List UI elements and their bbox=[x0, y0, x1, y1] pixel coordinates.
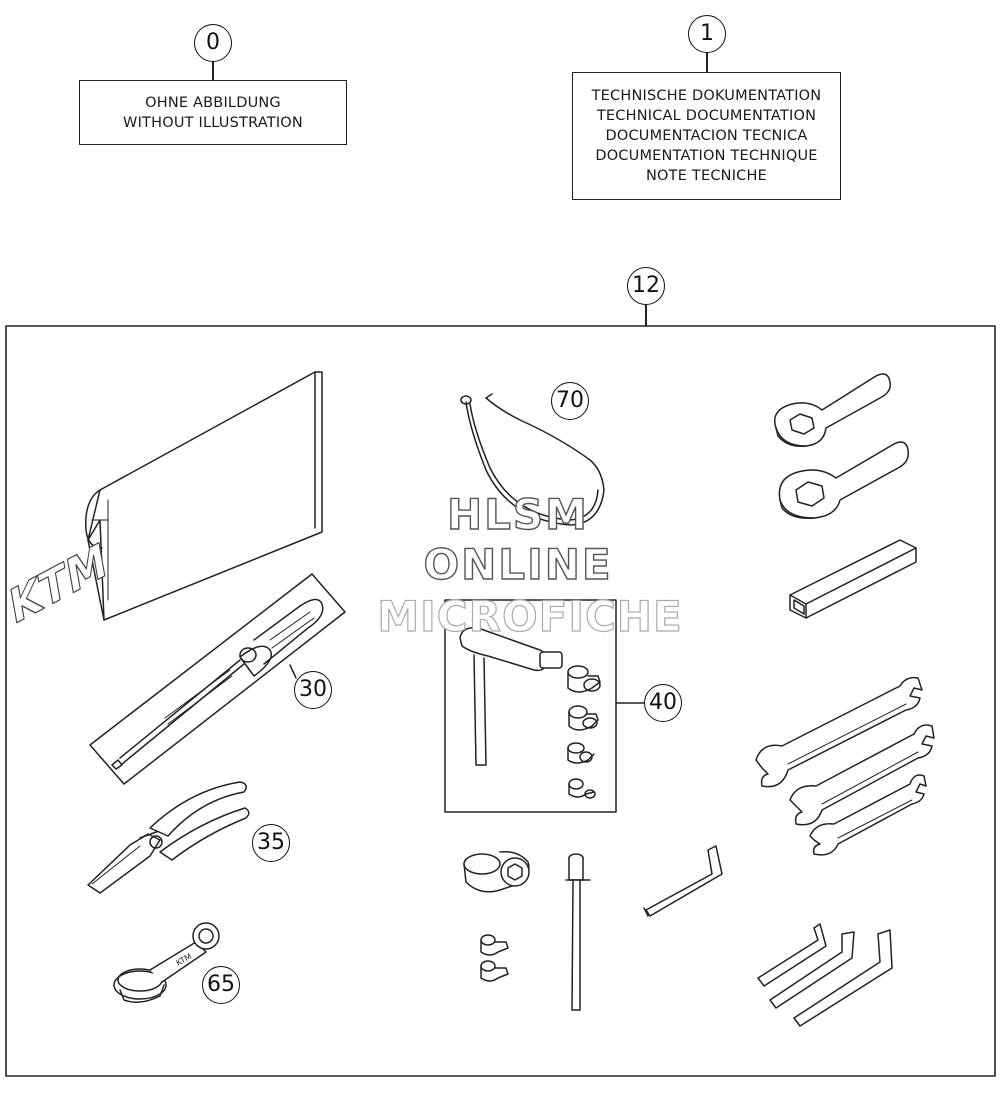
hex-key-socket-set-icon bbox=[444, 599, 617, 813]
callout-40: 40 bbox=[644, 684, 682, 722]
bit-2-icon bbox=[480, 960, 509, 982]
leader-line-0 bbox=[212, 61, 214, 80]
tool-pouch-icon: KTM bbox=[5, 371, 323, 636]
label-line: DOCUMENTACION TECNICA bbox=[605, 128, 808, 144]
label-line: OHNE ABBILDUNG bbox=[145, 94, 281, 111]
open-end-wrench-2-icon bbox=[789, 724, 935, 826]
leader-line-12 bbox=[645, 305, 647, 326]
small-allen-key-icon bbox=[643, 845, 723, 917]
ring-spanner-2-icon bbox=[778, 441, 910, 520]
callout-1: 1 bbox=[688, 15, 726, 53]
callout-12: 12 bbox=[627, 267, 665, 305]
callout-30: 30 bbox=[294, 671, 332, 709]
open-end-wrench-1-icon bbox=[755, 676, 923, 788]
safety-wire-icon bbox=[460, 393, 605, 526]
pliers-icon bbox=[87, 781, 250, 894]
leader-30 bbox=[289, 664, 297, 679]
socket-1-icon bbox=[567, 665, 601, 693]
watermark-line-3: MICROFICHE bbox=[377, 591, 683, 641]
spoke-wrench-icon: KTM bbox=[113, 922, 220, 1003]
callout-65: 65 bbox=[202, 966, 240, 1004]
spark-plug-wrench-icon bbox=[565, 853, 591, 1011]
large-socket-icon bbox=[463, 850, 530, 893]
label-line: WITHOUT ILLUSTRATION bbox=[123, 114, 303, 131]
open-end-wrench-3-icon bbox=[809, 774, 927, 856]
screwdriver-set-icon bbox=[89, 573, 346, 785]
callout-0: 0 bbox=[194, 24, 232, 62]
allen-key-set-icon bbox=[757, 923, 893, 1027]
pouch-logo: KTM bbox=[6, 532, 111, 636]
label-box-technical-documentation: TECHNISCHE DOKUMENTATION TECHNICAL DOCUM… bbox=[572, 72, 841, 200]
leader-line-1 bbox=[706, 52, 708, 72]
bit-1-icon bbox=[480, 934, 509, 956]
label-line: DOCUMENTATION TECHNIQUE bbox=[595, 148, 818, 164]
label-line: TECHNICAL DOCUMENTATION bbox=[596, 108, 817, 124]
label-line: TECHNISCHE DOKUMENTATION bbox=[591, 88, 822, 104]
socket-3-icon bbox=[567, 742, 595, 764]
ring-spanner-1-icon bbox=[774, 373, 892, 448]
rectangular-tube-icon bbox=[789, 539, 917, 619]
callout-70: 70 bbox=[551, 382, 589, 420]
socket-4-icon bbox=[568, 778, 596, 799]
socket-2-icon bbox=[568, 705, 599, 731]
assembly-frame bbox=[5, 325, 996, 1077]
callout-35: 35 bbox=[252, 824, 290, 862]
watermark-line-1: HLSM bbox=[446, 489, 589, 539]
watermark-line-2: ONLINE bbox=[423, 539, 613, 589]
label-line: NOTE TECNICHE bbox=[646, 168, 767, 184]
label-box-without-illustration: OHNE ABBILDUNG WITHOUT ILLUSTRATION bbox=[79, 80, 347, 145]
